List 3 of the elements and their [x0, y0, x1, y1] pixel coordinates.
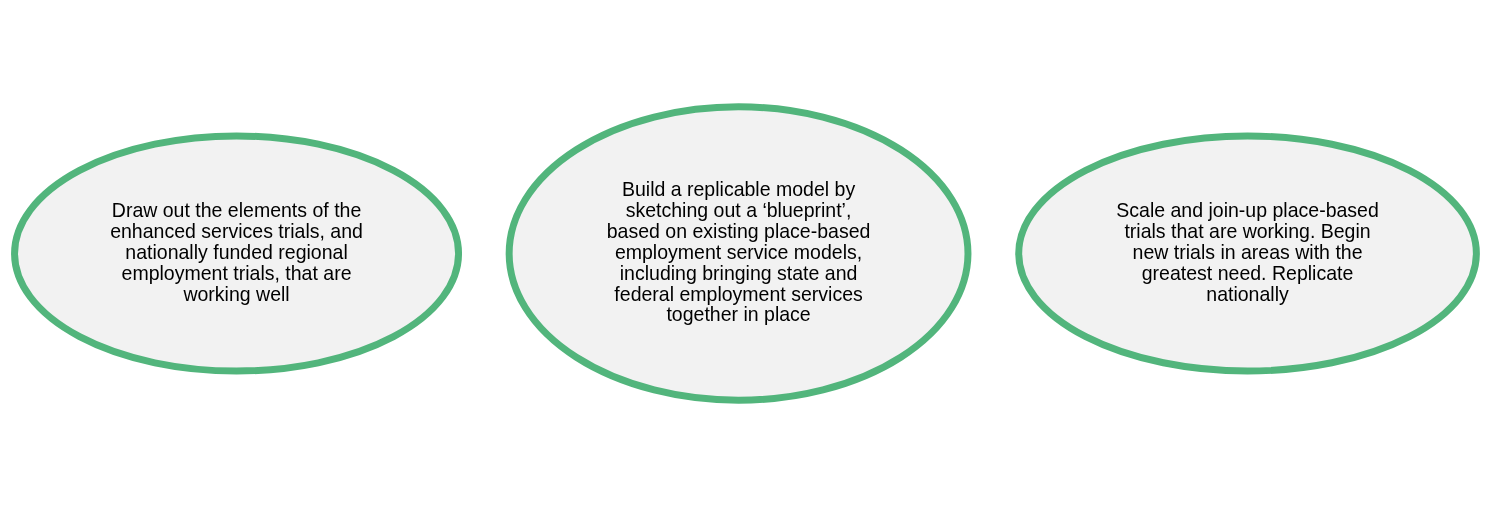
node-ellipse: Draw out the elements of the enhanced services trials, and nationally funded regional employment trials, that are working well	[11, 131, 463, 375]
node-ellipse: Build a replicable model by sketching out a ‘blueprint’, based on existing place-based employment service models, including bringing state and federal employment services together in place	[505, 102, 972, 404]
node-ellipse: Scale and join-up place-based trials that are working. Begin new trials in areas with the greatest need. Replicate nationally	[1015, 131, 1480, 375]
